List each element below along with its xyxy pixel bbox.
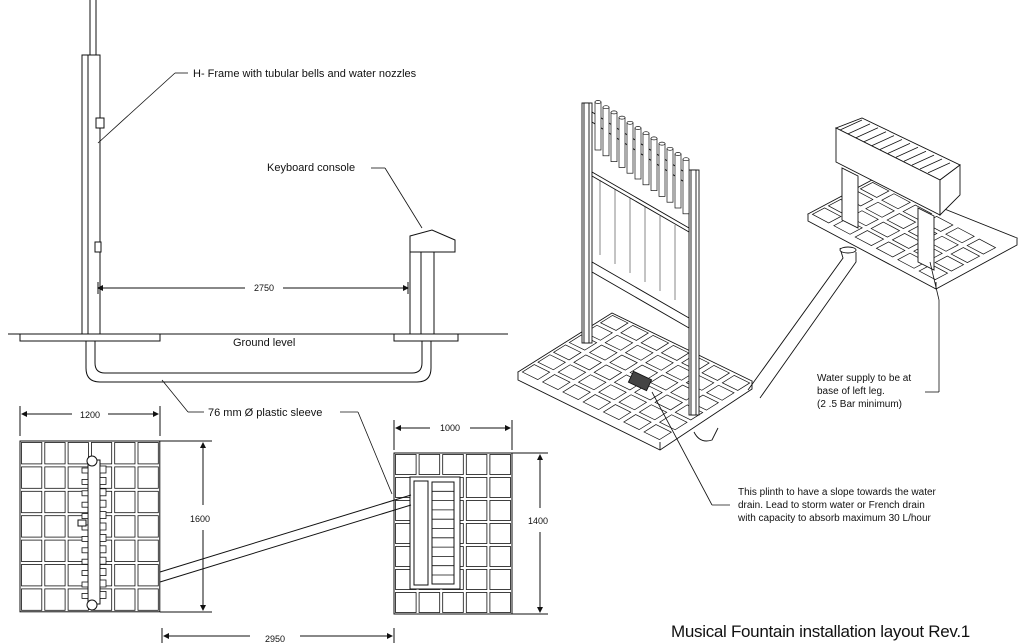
h-frame-plan xyxy=(77,455,107,611)
frame-plinth-side xyxy=(19,333,161,342)
dimension-1600: 1600 xyxy=(190,514,210,524)
h-frame-pole-side xyxy=(81,0,105,336)
h-frame-iso xyxy=(581,100,700,416)
drawing-title: Musical Fountain installation layout Rev… xyxy=(671,622,970,641)
ground-level-label: Ground level xyxy=(233,337,295,349)
isometric-view xyxy=(517,100,1019,451)
dimension-1400: 1400 xyxy=(528,516,548,526)
dimension-2950: 2950 xyxy=(265,634,285,643)
console-iso xyxy=(834,117,961,271)
water-supply-label: Water supply to be at base of left leg. … xyxy=(817,373,914,410)
sleeve-label: 76 mm Ø plastic sleeve xyxy=(208,407,322,419)
sleeve-pipe-plan xyxy=(159,494,412,573)
side-elevation xyxy=(8,0,508,383)
h-frame-label: H- Frame with tubular bells and water no… xyxy=(193,68,417,80)
sleeve-pipe-iso xyxy=(693,246,857,442)
console-plinth-side xyxy=(393,333,459,342)
dimension-2750: 2750 xyxy=(254,283,274,293)
plinth-slope-label: This plinth to have a slope towards the … xyxy=(737,487,939,524)
plan-view xyxy=(19,406,548,643)
console-plinth-iso xyxy=(807,179,1019,290)
frame-plinth-plan xyxy=(19,440,161,613)
sleeve-pipe-side xyxy=(85,341,432,383)
dimension-1200: 1200 xyxy=(80,410,100,420)
console-plan xyxy=(409,476,461,590)
keyboard-console-label: Keyboard console xyxy=(267,162,355,174)
keyboard-console-side xyxy=(409,229,456,335)
dimension-1000: 1000 xyxy=(440,423,460,433)
